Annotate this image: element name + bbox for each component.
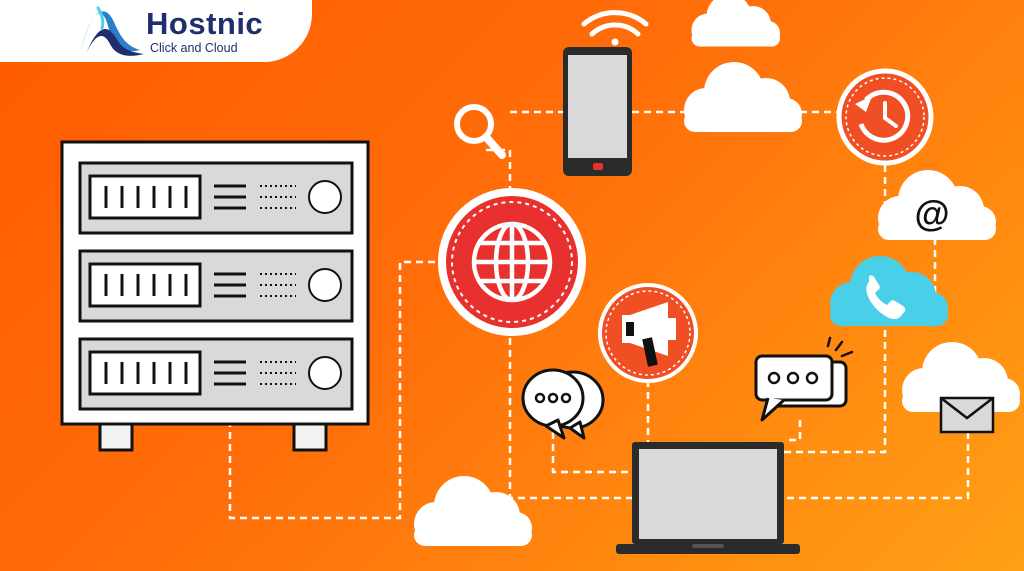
globe-icon — [438, 188, 586, 336]
megaphone-icon — [598, 283, 698, 383]
search-icon — [454, 104, 506, 159]
server-rack-icon — [60, 140, 370, 452]
email-at-icon: @ — [914, 193, 949, 234]
hostnic-logo-icon — [81, 6, 144, 56]
server-unit — [78, 337, 354, 411]
phone-icon — [866, 275, 906, 320]
server-unit — [78, 249, 354, 323]
message-icon — [754, 336, 854, 422]
smartphone-icon — [563, 47, 632, 176]
chat-bubbles-icon — [521, 368, 605, 440]
brand-name: Hostnic — [146, 6, 264, 41]
cloud-icon — [684, 62, 802, 132]
history-clock-icon — [836, 68, 934, 166]
laptop-icon — [616, 442, 800, 554]
envelope-icon — [939, 396, 995, 434]
cloud-icon — [414, 476, 532, 546]
brand-tagline: Click and Cloud — [150, 41, 238, 55]
logo-banner: Hostnic Click and Cloud — [0, 0, 312, 62]
cloud-icon — [691, 0, 780, 47]
server-unit — [78, 161, 354, 235]
svg-text:@: @ — [914, 193, 949, 234]
wifi-icon — [581, 10, 649, 46]
